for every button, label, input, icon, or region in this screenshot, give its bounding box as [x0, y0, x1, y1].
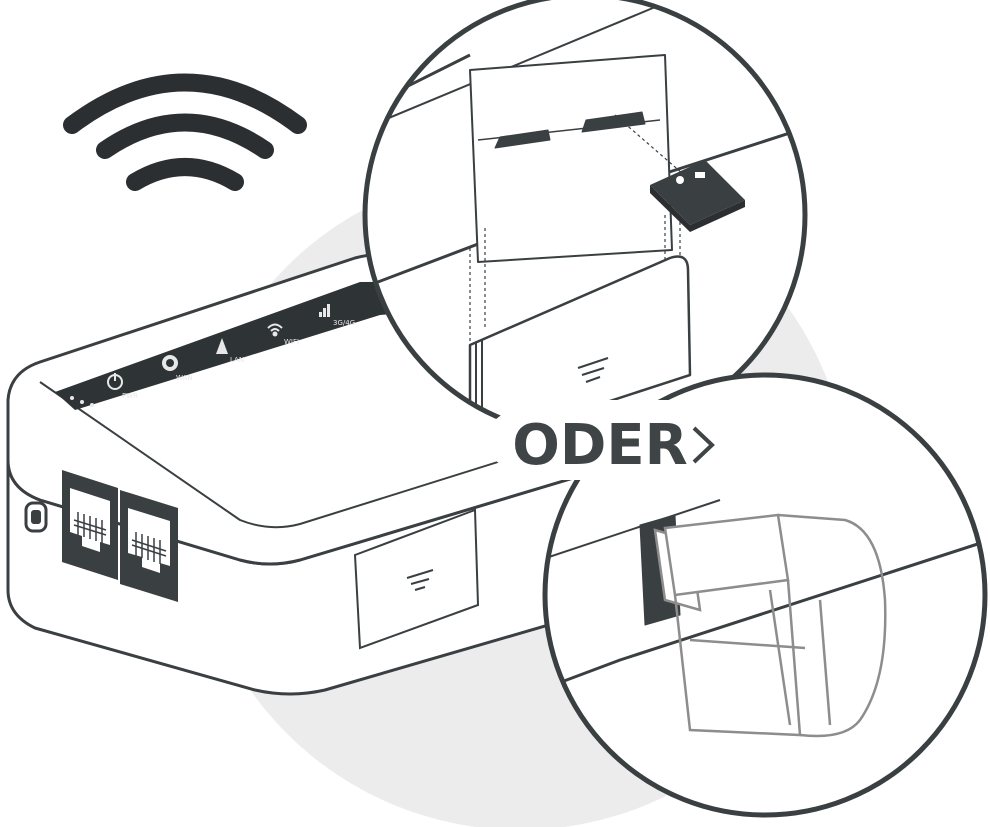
led-label-lan: LAN: [230, 356, 244, 364]
ethernet-port-icon: [120, 490, 178, 602]
led-label-wifi: WIFI: [284, 338, 299, 346]
led-label-3g4g: 3G/4G: [333, 319, 355, 327]
usb-stick-icon: [653, 513, 887, 738]
mobile-signal-icon: [319, 304, 330, 317]
lan-icon: [216, 338, 228, 354]
divider-text: ODER: [512, 413, 687, 478]
card-slot-cover: [353, 508, 480, 650]
oder-divider: ODER: [495, 399, 735, 481]
wifi-icon: [267, 323, 283, 337]
led-label-pwr: PWR: [122, 392, 138, 400]
micro-usb-port-icon: [24, 501, 48, 533]
led-label-wan: WAN: [176, 374, 193, 382]
ethernet-port-icon: [62, 470, 118, 580]
wan-globe-icon: [162, 355, 178, 371]
sd-card-icon: [650, 160, 745, 232]
wifi-signal-icon: [63, 73, 307, 191]
power-icon: [107, 373, 123, 390]
usb-stick-zoom: [542, 372, 988, 818]
